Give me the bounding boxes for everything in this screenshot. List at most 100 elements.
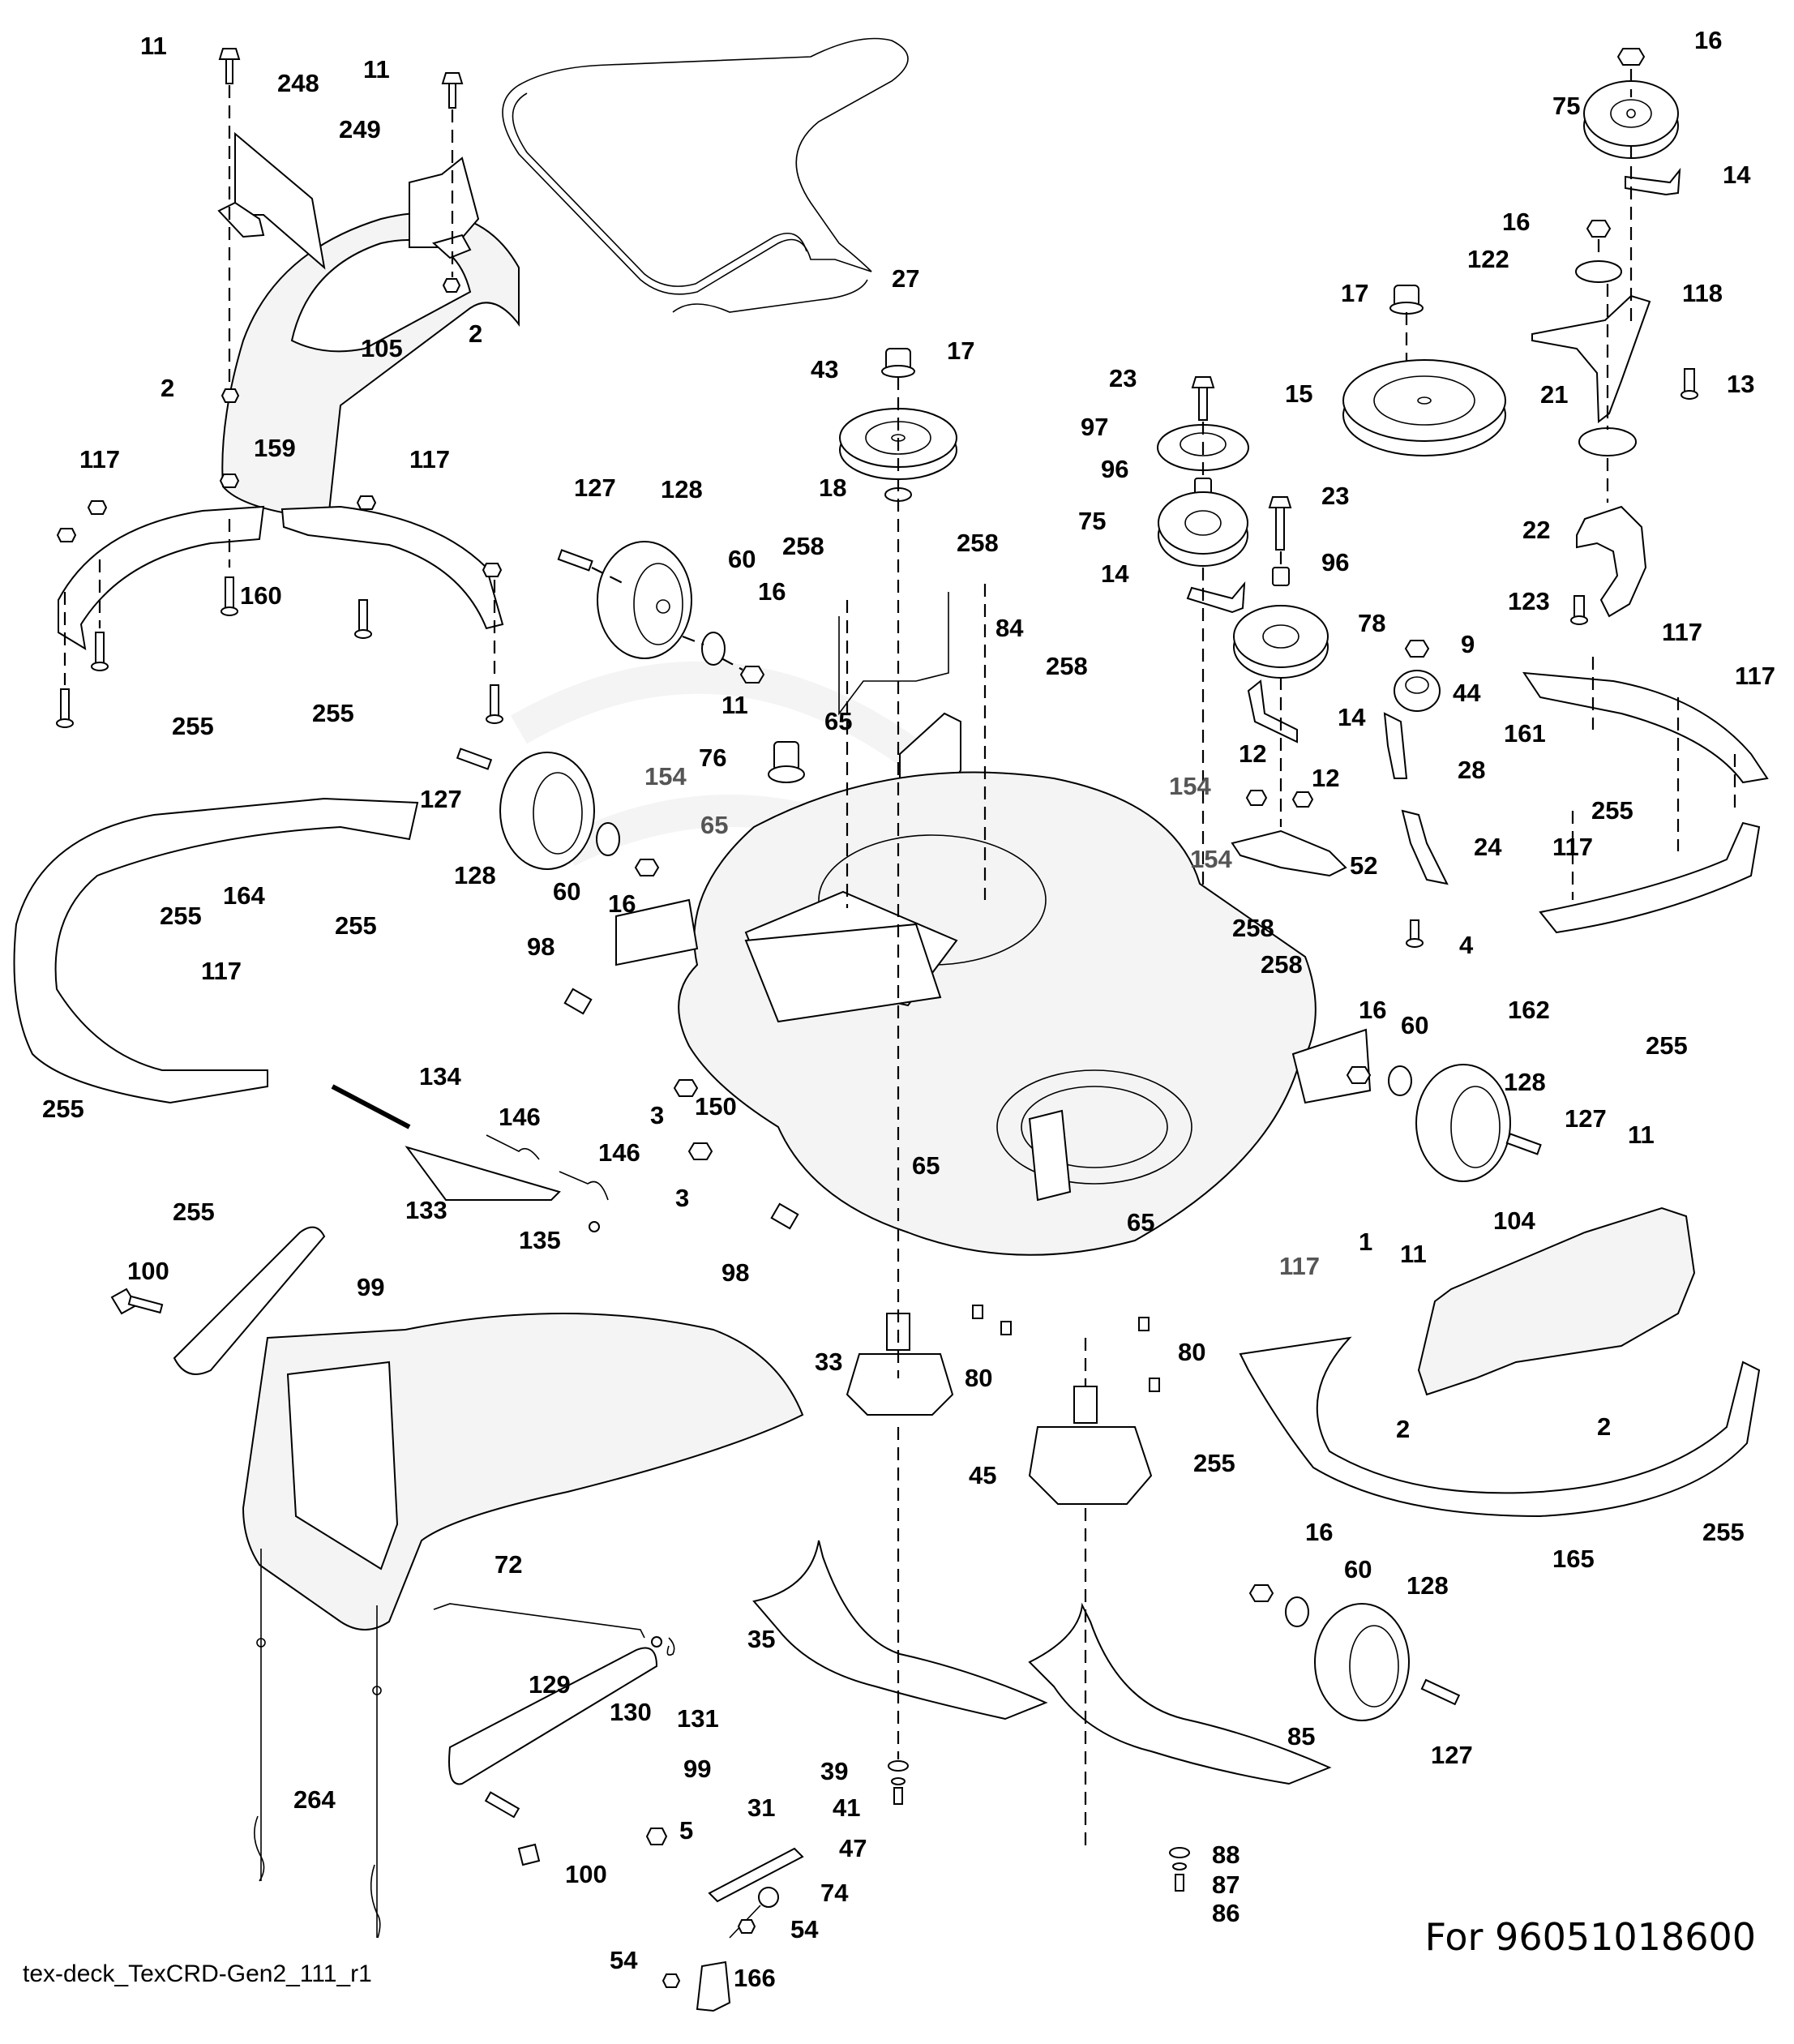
callout: 60 bbox=[553, 877, 580, 906]
callout: 86 bbox=[1212, 1899, 1240, 1927]
gauge-wheel-128-b bbox=[499, 752, 595, 870]
nut-16-b bbox=[634, 859, 660, 876]
nut-16-d bbox=[1248, 1584, 1274, 1602]
callout: 166 bbox=[734, 1964, 776, 1992]
callout: 2 bbox=[161, 374, 174, 402]
spring-31 bbox=[708, 1847, 804, 1903]
bracket-14-lower bbox=[1247, 679, 1298, 743]
bracket-22 bbox=[1576, 505, 1647, 618]
bolt-255-b bbox=[221, 576, 238, 616]
bolt-127-d bbox=[1420, 1678, 1461, 1706]
pulley-15 bbox=[1342, 359, 1506, 456]
callout: 75 bbox=[1078, 507, 1106, 535]
bolt-5 bbox=[645, 1828, 668, 1845]
callout: 127 bbox=[1565, 1104, 1607, 1133]
callout: 22 bbox=[1522, 516, 1550, 544]
nut-9 bbox=[1404, 640, 1430, 658]
callout: 80 bbox=[1178, 1338, 1205, 1366]
callout: 76 bbox=[699, 743, 726, 772]
bolt-255-c bbox=[56, 688, 74, 728]
callout: 258 bbox=[782, 532, 824, 560]
assembly-lines bbox=[63, 69, 1736, 1849]
callout: 16 bbox=[1359, 996, 1386, 1024]
nut-16-c bbox=[1346, 1066, 1372, 1084]
callout: 78 bbox=[1358, 609, 1385, 637]
callout: 98 bbox=[527, 932, 554, 961]
callout: 39 bbox=[820, 1757, 848, 1785]
mower-deck-1 bbox=[615, 771, 1372, 1256]
callout: 104 bbox=[1493, 1206, 1535, 1235]
callout: 150 bbox=[695, 1092, 737, 1121]
bearing-44 bbox=[1394, 670, 1441, 712]
bolt-255-d bbox=[354, 599, 372, 639]
bracket-14-top bbox=[1625, 167, 1681, 196]
callout: 11 bbox=[721, 691, 748, 719]
pin-123 bbox=[1570, 595, 1588, 625]
lift-rod-84 bbox=[838, 592, 949, 716]
callout: 84 bbox=[995, 614, 1024, 642]
baffle-160 bbox=[280, 505, 504, 630]
callout: 16 bbox=[1305, 1518, 1333, 1546]
idler-pulley-75-mid bbox=[1158, 491, 1248, 567]
nut-17 bbox=[881, 348, 915, 378]
bolt-11-a bbox=[218, 48, 241, 84]
callout: 117 bbox=[1662, 618, 1702, 646]
callout: 164 bbox=[223, 881, 265, 910]
callout: 131 bbox=[677, 1704, 719, 1733]
bolt-86 bbox=[1175, 1874, 1184, 1892]
nut-17-right bbox=[1389, 285, 1424, 315]
callout: 13 bbox=[1727, 370, 1754, 398]
bolt-23-a bbox=[1191, 376, 1215, 421]
nut-2-b bbox=[442, 278, 461, 293]
bolt-255-a bbox=[91, 632, 109, 671]
callout: 2 bbox=[469, 319, 482, 348]
bolt-4 bbox=[1406, 919, 1424, 948]
nut-16-a bbox=[739, 666, 765, 683]
nut-16-mid bbox=[1586, 220, 1612, 238]
nut-117-b bbox=[87, 500, 108, 515]
washer-130 bbox=[651, 1636, 662, 1648]
callout: 80 bbox=[965, 1364, 992, 1392]
plate-133 bbox=[405, 1146, 561, 1201]
callout: 146 bbox=[499, 1103, 541, 1131]
callout: 52 bbox=[1350, 851, 1377, 880]
baffle-159 bbox=[58, 505, 265, 650]
bolt-100-b bbox=[484, 1791, 541, 1866]
callout: 154 bbox=[1190, 845, 1232, 873]
bolt-80-group bbox=[972, 1305, 1160, 1392]
callout: 54 bbox=[790, 1915, 819, 1943]
idler-pulley-75-top bbox=[1583, 80, 1679, 159]
callout: 258 bbox=[1261, 950, 1303, 979]
callout: 100 bbox=[127, 1257, 169, 1285]
callout: 264 bbox=[293, 1785, 336, 1814]
bolt-127-a bbox=[557, 549, 593, 572]
bolt-127-b bbox=[456, 748, 493, 770]
callout: 31 bbox=[747, 1793, 775, 1822]
clip-131 bbox=[666, 1637, 675, 1656]
blade-35 bbox=[752, 1540, 1048, 1720]
pin-13 bbox=[1681, 368, 1698, 400]
idler-arm-118 bbox=[1531, 294, 1651, 423]
washer-60-b bbox=[596, 822, 620, 856]
gauge-wheel-128-d bbox=[1314, 1603, 1410, 1721]
callout: 60 bbox=[728, 545, 756, 573]
callout: 16 bbox=[608, 889, 636, 918]
callout: 248 bbox=[277, 69, 319, 97]
callout: 11 bbox=[363, 55, 390, 84]
callout: 117 bbox=[1552, 833, 1593, 861]
callout: 18 bbox=[819, 474, 846, 502]
drawing-id: tex-deck_TexCRD-Gen2_111_r1 bbox=[23, 1960, 372, 1987]
callout: 65 bbox=[912, 1151, 940, 1180]
callout: 135 bbox=[519, 1226, 561, 1254]
callout: 45 bbox=[969, 1461, 996, 1489]
callout: 258 bbox=[957, 529, 999, 557]
callout: 129 bbox=[529, 1670, 571, 1699]
callout: 15 bbox=[1285, 379, 1312, 408]
baffle-165 bbox=[1239, 1336, 1761, 1518]
callout: 65 bbox=[824, 707, 852, 735]
callout: 255 bbox=[1646, 1031, 1688, 1060]
baffle-162 bbox=[1539, 821, 1761, 934]
callout: 255 bbox=[160, 902, 202, 930]
callout: 100 bbox=[565, 1860, 607, 1888]
